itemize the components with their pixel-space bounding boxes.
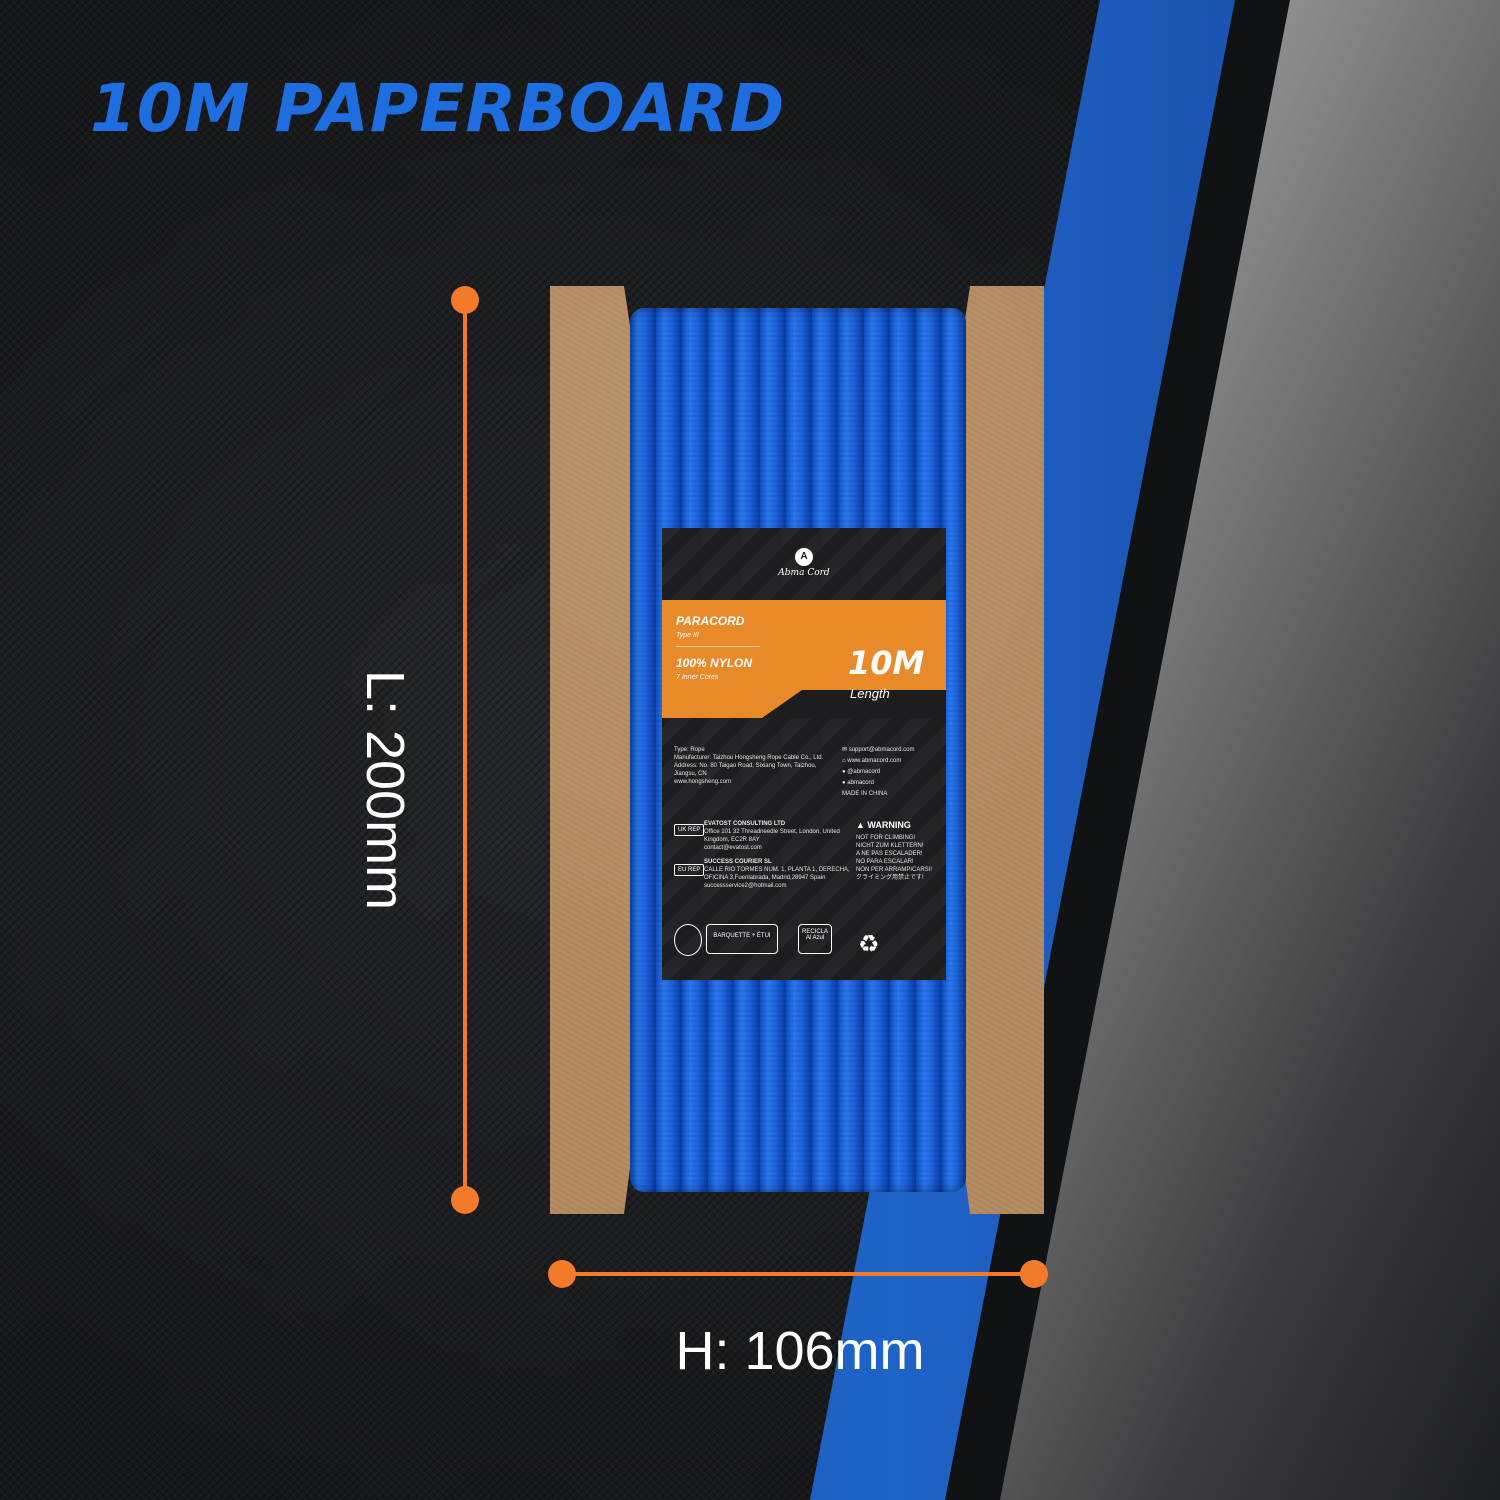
warning-line: NICHT ZUM KLETTERN! (856, 843, 924, 849)
warning-list: NOT FOR CLIMBING! NICHT ZUM KLETTERN! A … (856, 834, 944, 882)
uk-rep-block: EVATOST CONSULTING LTD Office 101 32 Thr… (704, 820, 852, 852)
band-divider (676, 646, 760, 647)
height-measure-line (562, 1272, 1034, 1276)
triman-icon (674, 924, 702, 956)
height-label: H: 106mm (675, 1321, 925, 1381)
type-line: Type: Rope (674, 747, 705, 753)
home-icon: ⌂ (842, 758, 848, 764)
warning-line: NOT FOR CLIMBING! (856, 835, 916, 841)
manufacturer-line: Manufacturer: Taizhou Hongsheng Rope Cab… (674, 755, 824, 761)
length-caption: Length (850, 686, 890, 701)
warning-title-text: WARNING (867, 820, 911, 830)
brand-logo-icon: A (795, 548, 813, 566)
fr-sorting-icon: BARQUETTE + ÉTUI (706, 924, 778, 954)
email-icon: ✉ (842, 747, 849, 753)
product-label: A Abma Cord PARACORD Type III 100% NYLON… (662, 528, 946, 980)
length-measure-top-dot (451, 286, 479, 314)
made-in: MADE IN CHINA (842, 791, 888, 797)
uk-rep-contact: contact@evatost.com (704, 845, 762, 851)
manufacturer-block: Type: Rope Manufacturer: Taizhou Hongshe… (674, 746, 824, 786)
height-measure-right-dot (1020, 1260, 1048, 1288)
recicla-icon: RECICLA Al Azul (798, 924, 832, 954)
product-type: Type III (676, 632, 699, 639)
manufacturer-website: www.hongsheng.com (674, 779, 732, 785)
eu-rep-contact: successservice2@hotmail.com (704, 883, 787, 889)
compliance-icons: BARQUETTE + ÉTUI RECICLA Al Azul (674, 924, 934, 958)
length-label: L: 200mm (355, 669, 415, 911)
contact-social: abmacord (847, 780, 874, 786)
contact-email: support@abmacord.com (848, 747, 915, 753)
page-title: 10M PAPERBOARD (90, 70, 786, 147)
social-icon: ● (842, 780, 848, 786)
length-measure-line (463, 300, 467, 1200)
height-measure-left-dot (548, 1260, 576, 1288)
warning-line: NON PER ARRAMPICARSI! (856, 867, 933, 873)
contact-facebook: @abmacord (847, 769, 881, 775)
inner-cores: 7 Inner Cores (676, 674, 719, 681)
product-name: PARACORD (676, 614, 745, 628)
uk-rep-name: EVATOST CONSULTING LTD (704, 821, 786, 827)
warning-icon: ▲ (856, 820, 868, 830)
eu-rep-tag: EU REP (674, 864, 705, 876)
contact-website: www.abmacord.com (847, 758, 902, 764)
contact-block: ✉ support@abmacord.com ⌂ www.abmacord.co… (842, 746, 942, 798)
warning-line: クライミング用禁止です! (856, 875, 924, 881)
eu-rep-address: CALLE RIO TORMES NUM. 1, PLANTA 1, DEREC… (704, 867, 850, 881)
facebook-icon: ● (842, 769, 848, 775)
uk-rep-tag: UK REP (674, 824, 705, 836)
warning-title: ▲ WARNING (856, 820, 911, 830)
length-value: 10M (848, 644, 925, 682)
eu-rep-name: SUCCESS COURIER SL (704, 859, 772, 865)
address-line: Address: No. 80 Taigao Road, Sixiang Tow… (674, 763, 817, 777)
brand-name: Abma Cord (778, 568, 830, 578)
eu-rep-block: SUCCESS COURIER SL CALLE RIO TORMES NUM.… (704, 858, 854, 890)
uk-rep-address: Office 101 32 Threadneedle Street, Londo… (704, 829, 840, 843)
warning-line: A NE PAS ESCALADER! (856, 851, 923, 857)
recycle-icon: ♻ (858, 931, 880, 958)
length-measure-bottom-dot (451, 1186, 479, 1214)
material: 100% NYLON (676, 656, 753, 670)
warning-line: NO PARA ESCALAR! (856, 859, 914, 865)
